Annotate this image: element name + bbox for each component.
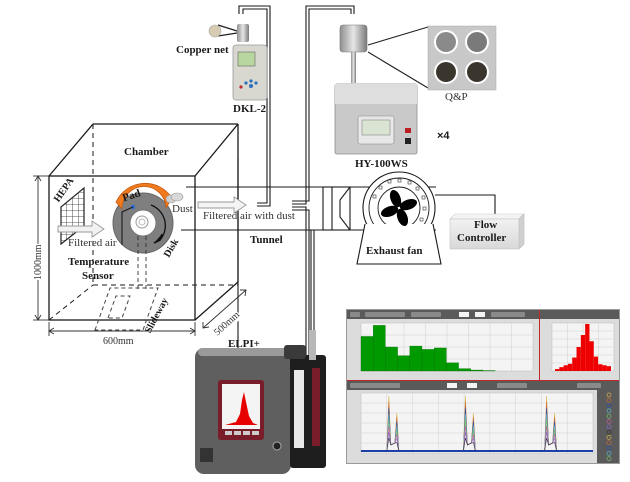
times4-label: ×4 <box>437 130 450 142</box>
histogram-bar <box>458 368 471 372</box>
legend-channel-icon[interactable] <box>606 429 612 435</box>
copper-net-sample <box>208 24 222 38</box>
hy100ws-device <box>334 24 429 155</box>
current-series-line <box>540 437 561 452</box>
histogram-bar <box>446 362 459 372</box>
sensor-label: Sensor <box>82 270 114 282</box>
histogram-bar <box>576 347 581 371</box>
from-field-2[interactable] <box>447 383 457 388</box>
raw-currents-chart <box>551 322 615 372</box>
histogram-bar <box>360 336 374 372</box>
flow-controller-box <box>449 213 525 250</box>
to-field[interactable] <box>475 312 485 317</box>
legend-channel-icon[interactable] <box>606 435 612 440</box>
histogram-bar <box>397 355 410 372</box>
fan-icon <box>380 189 418 227</box>
dust-cloud <box>165 192 184 204</box>
dkl2-sampling-tube <box>238 5 271 207</box>
raw-currents-toolbar <box>540 310 619 319</box>
dust-label: Dust <box>172 203 193 215</box>
brake-pad <box>115 182 173 211</box>
legend-channel-icon[interactable] <box>606 403 612 408</box>
legend-channel-icon[interactable] <box>606 450 612 456</box>
from-field[interactable] <box>459 312 469 317</box>
legend-channel-icon[interactable] <box>606 419 612 424</box>
copper-net-label: Copper net <box>176 44 229 56</box>
filtered-air-with-dust-label: Filtered air with dust <box>203 210 295 222</box>
flow-controller-label-line2: Controller <box>457 232 507 244</box>
histogram-bar <box>421 349 435 372</box>
current-series-line <box>382 437 403 452</box>
histogram-bar <box>434 347 447 372</box>
legend-channel-icon[interactable] <box>606 440 612 446</box>
histogram-bar <box>598 364 603 371</box>
number-panel-toolbar <box>347 310 539 319</box>
histogram-bar <box>385 346 398 372</box>
legend-channel-icon[interactable] <box>606 392 612 398</box>
height-dimension-label: 1000mm <box>33 244 44 280</box>
histogram-bar <box>606 366 611 371</box>
qp-filter-photo <box>427 25 497 91</box>
fan-housing <box>356 223 442 265</box>
histogram-bar <box>593 356 599 371</box>
legend-channel-icon[interactable] <box>606 413 612 419</box>
flow-straightener <box>322 186 351 231</box>
histogram-bar <box>555 369 560 371</box>
flow-controller-label-line1: Flow <box>474 219 498 231</box>
current-series-line <box>459 437 480 452</box>
elpi-software-screenshot <box>346 309 620 464</box>
histogram-bar <box>559 367 564 371</box>
histogram-bar <box>563 365 568 371</box>
legend-channel-icon[interactable] <box>606 424 612 430</box>
exhaust-fan-label: Exhaust fan <box>366 245 423 257</box>
to-field-2[interactable] <box>467 383 477 388</box>
legend-channel-icon[interactable] <box>606 397 612 403</box>
histogram-bar <box>602 365 607 371</box>
elpi-device <box>195 330 326 474</box>
elpi-label: ELPI+ <box>228 338 260 350</box>
legend-channel-icon[interactable] <box>606 445 612 451</box>
filtered-air-arrow <box>57 220 105 238</box>
channel-dropdown[interactable] <box>350 383 400 388</box>
chamber-label: Chamber <box>124 146 169 158</box>
filtered-air-label: Filtered air <box>68 237 117 249</box>
tunnel-label: Tunnel <box>250 234 283 246</box>
histogram-bar <box>589 341 594 371</box>
unit-dropdown[interactable] <box>411 312 441 317</box>
brake-disk <box>112 182 174 290</box>
histogram-bar <box>373 325 386 372</box>
temperature-label: Temperature <box>68 256 130 268</box>
filtered-air-with-dust-arrow <box>197 196 247 214</box>
histogram-bar <box>585 323 590 371</box>
dkl2-label: DKL-2 <box>233 103 266 115</box>
all-currents-chart <box>360 390 619 463</box>
elpi-screen-peak <box>225 392 258 425</box>
dkl2-device <box>208 24 268 101</box>
slideway <box>94 287 159 331</box>
quantity-dropdown[interactable] <box>365 312 405 317</box>
qp-label: Q&P <box>445 91 468 103</box>
elpi-sampling-tube <box>310 230 315 340</box>
legend-channel-icon[interactable] <box>606 408 612 414</box>
histogram-bar <box>580 335 586 371</box>
legend-strip <box>597 390 619 463</box>
histogram-bar <box>470 369 484 372</box>
options-button[interactable] <box>577 383 601 388</box>
all-currents-toolbar <box>347 381 619 390</box>
histogram-bar <box>409 345 423 372</box>
width-dimension-label: 600mm <box>103 336 134 347</box>
exhaust-fan <box>356 171 496 265</box>
hy100ws-sampling-tube <box>292 5 355 360</box>
legend-channel-icon[interactable] <box>606 456 612 461</box>
histogram-bar <box>572 357 577 371</box>
hy100ws-label: HY-100WS <box>355 158 408 170</box>
histogram-bar <box>567 363 573 371</box>
number-distribution-chart <box>360 322 534 372</box>
